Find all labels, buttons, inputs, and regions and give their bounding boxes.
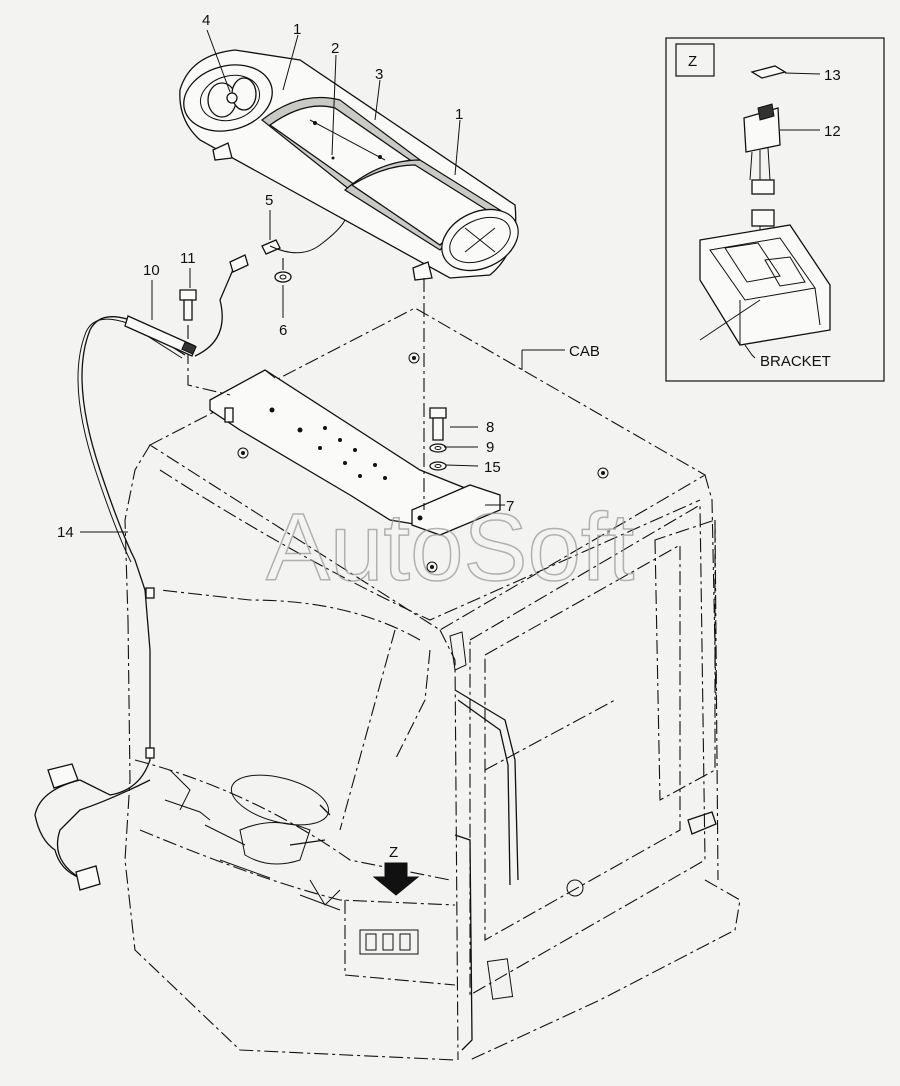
callout-8: 8 xyxy=(486,419,494,436)
callouts: 1 1 2 3 4 5 6 7 8 9 10 11 12 13 14 15 CA… xyxy=(57,12,841,541)
callout-2: 2 xyxy=(331,40,339,57)
dashboard xyxy=(164,769,419,955)
cab-label: CAB xyxy=(569,343,600,360)
view-z-arrow: Z xyxy=(372,844,420,896)
callout-7: 7 xyxy=(506,498,514,515)
hardware xyxy=(179,239,447,510)
callout-15: 15 xyxy=(484,459,501,476)
wiring-harness xyxy=(34,219,346,891)
callout-13: 13 xyxy=(824,67,841,84)
callout-1-right: 1 xyxy=(455,106,463,123)
callout-6: 6 xyxy=(279,322,287,339)
bracket-label: BRACKET xyxy=(760,353,831,370)
leader-lines xyxy=(80,29,565,533)
callout-12: 12 xyxy=(824,123,841,140)
cab-outline xyxy=(124,307,741,1061)
detail-view-label: Z xyxy=(688,53,697,70)
callout-9: 9 xyxy=(486,439,494,456)
callout-14: 14 xyxy=(57,524,74,541)
callout-5: 5 xyxy=(265,192,273,209)
callout-3: 3 xyxy=(375,66,383,83)
roof-nut xyxy=(237,352,609,573)
detail-z-inset: Z BRACKET xyxy=(665,37,885,382)
view-arrow-label: Z xyxy=(389,844,398,861)
callout-10: 10 xyxy=(143,262,160,279)
callout-1-left: 1 xyxy=(293,21,301,38)
callout-4: 4 xyxy=(202,12,210,29)
callout-11: 11 xyxy=(180,250,196,267)
beacon-lamp xyxy=(179,49,519,281)
watermark: AutoSoft xyxy=(266,494,634,601)
